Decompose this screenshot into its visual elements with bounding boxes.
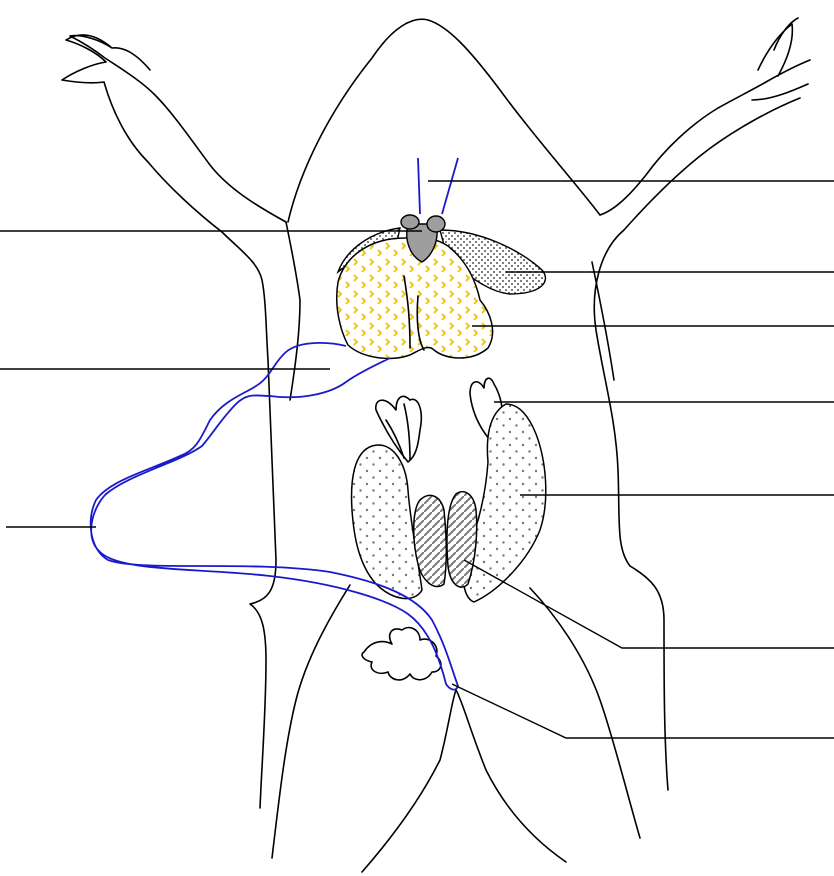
left-body-side: [222, 232, 276, 808]
gonad-left: [352, 445, 422, 599]
left-arm-outline: [62, 35, 286, 232]
left-inner-arm: [286, 222, 300, 400]
right-arm-outline: [600, 18, 810, 215]
leader-kidney: [464, 560, 834, 648]
body-outline: [62, 18, 810, 872]
bladder: [362, 628, 441, 680]
vessel-upper-left: [418, 158, 420, 214]
head-outline: [288, 19, 600, 222]
vessel-upper-right: [442, 158, 458, 214]
right-body-side: [594, 98, 800, 790]
vent-outline: [362, 690, 566, 872]
left-leg-outline: [272, 585, 350, 858]
right-leg-outline: [530, 588, 640, 838]
gonad-right: [463, 404, 546, 602]
leader-cloaca: [452, 684, 834, 738]
